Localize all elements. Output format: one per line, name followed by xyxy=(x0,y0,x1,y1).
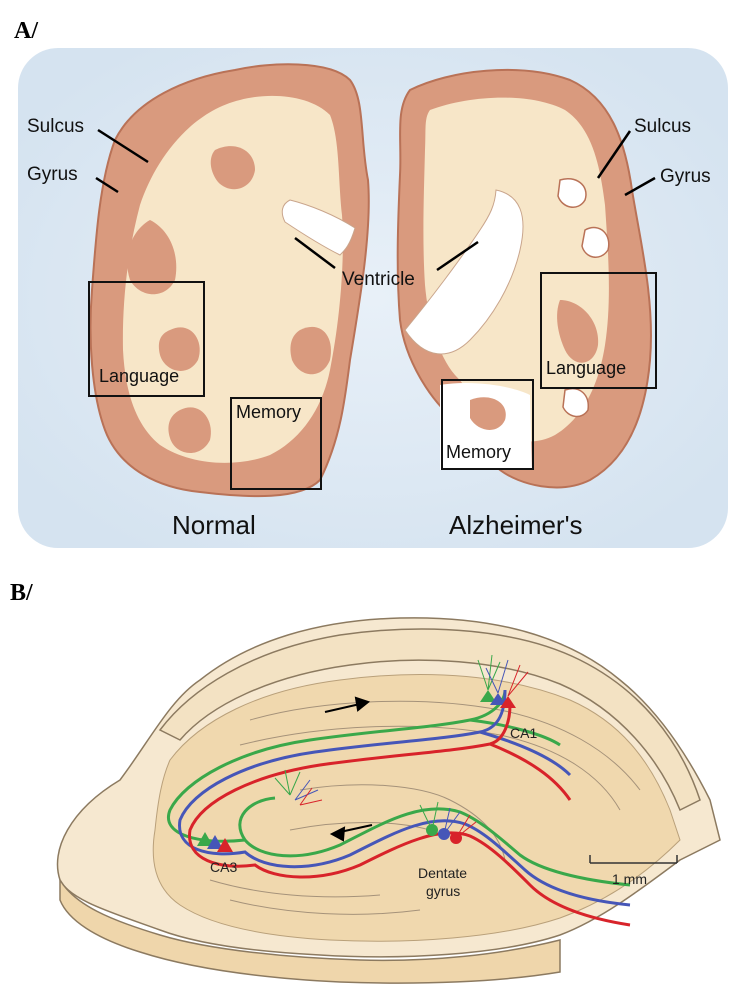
flow-arrows xyxy=(325,698,372,840)
scale-bar xyxy=(590,855,677,863)
blue-neuron-pathway xyxy=(180,690,630,905)
dendrite-tufts xyxy=(275,655,528,838)
sulcus-label-right: Sulcus xyxy=(634,116,691,137)
ca1-neurons xyxy=(480,690,516,708)
dentate-gyrus-label-line2: gyrus xyxy=(426,883,460,899)
caption-normal: Normal xyxy=(172,510,256,540)
dentate-gyrus-label-line1: Dentate xyxy=(418,865,467,881)
dentate-neurons xyxy=(426,824,462,844)
memory-label-alzheimers: Memory xyxy=(446,442,511,462)
ca3-neurons xyxy=(197,832,233,852)
language-label-alzheimers: Language xyxy=(546,358,626,378)
green-neuron-pathway xyxy=(168,690,630,885)
hippocampus-slab xyxy=(58,618,721,983)
gyrus-label-right: Gyrus xyxy=(660,166,711,187)
sulcus-label-left: Sulcus xyxy=(27,116,84,137)
language-label-normal: Language xyxy=(99,366,179,386)
red-neuron-pathway xyxy=(190,705,630,925)
panel-b-label: B/ xyxy=(10,580,33,607)
normal-brain xyxy=(91,64,369,496)
scale-label: 1 mm xyxy=(612,871,647,887)
memory-label-normal: Memory xyxy=(236,402,301,422)
ventricle-label: Ventricle xyxy=(342,269,415,290)
gyrus-label-left: Gyrus xyxy=(27,164,78,185)
ca3-label: CA3 xyxy=(210,859,237,875)
caption-alzheimers: Alzheimer's xyxy=(449,510,583,540)
brain-comparison-figure: Sulcus Gyrus Sulcus Gyrus Ventricle Lang… xyxy=(0,0,735,570)
ca1-label: CA1 xyxy=(510,725,537,741)
